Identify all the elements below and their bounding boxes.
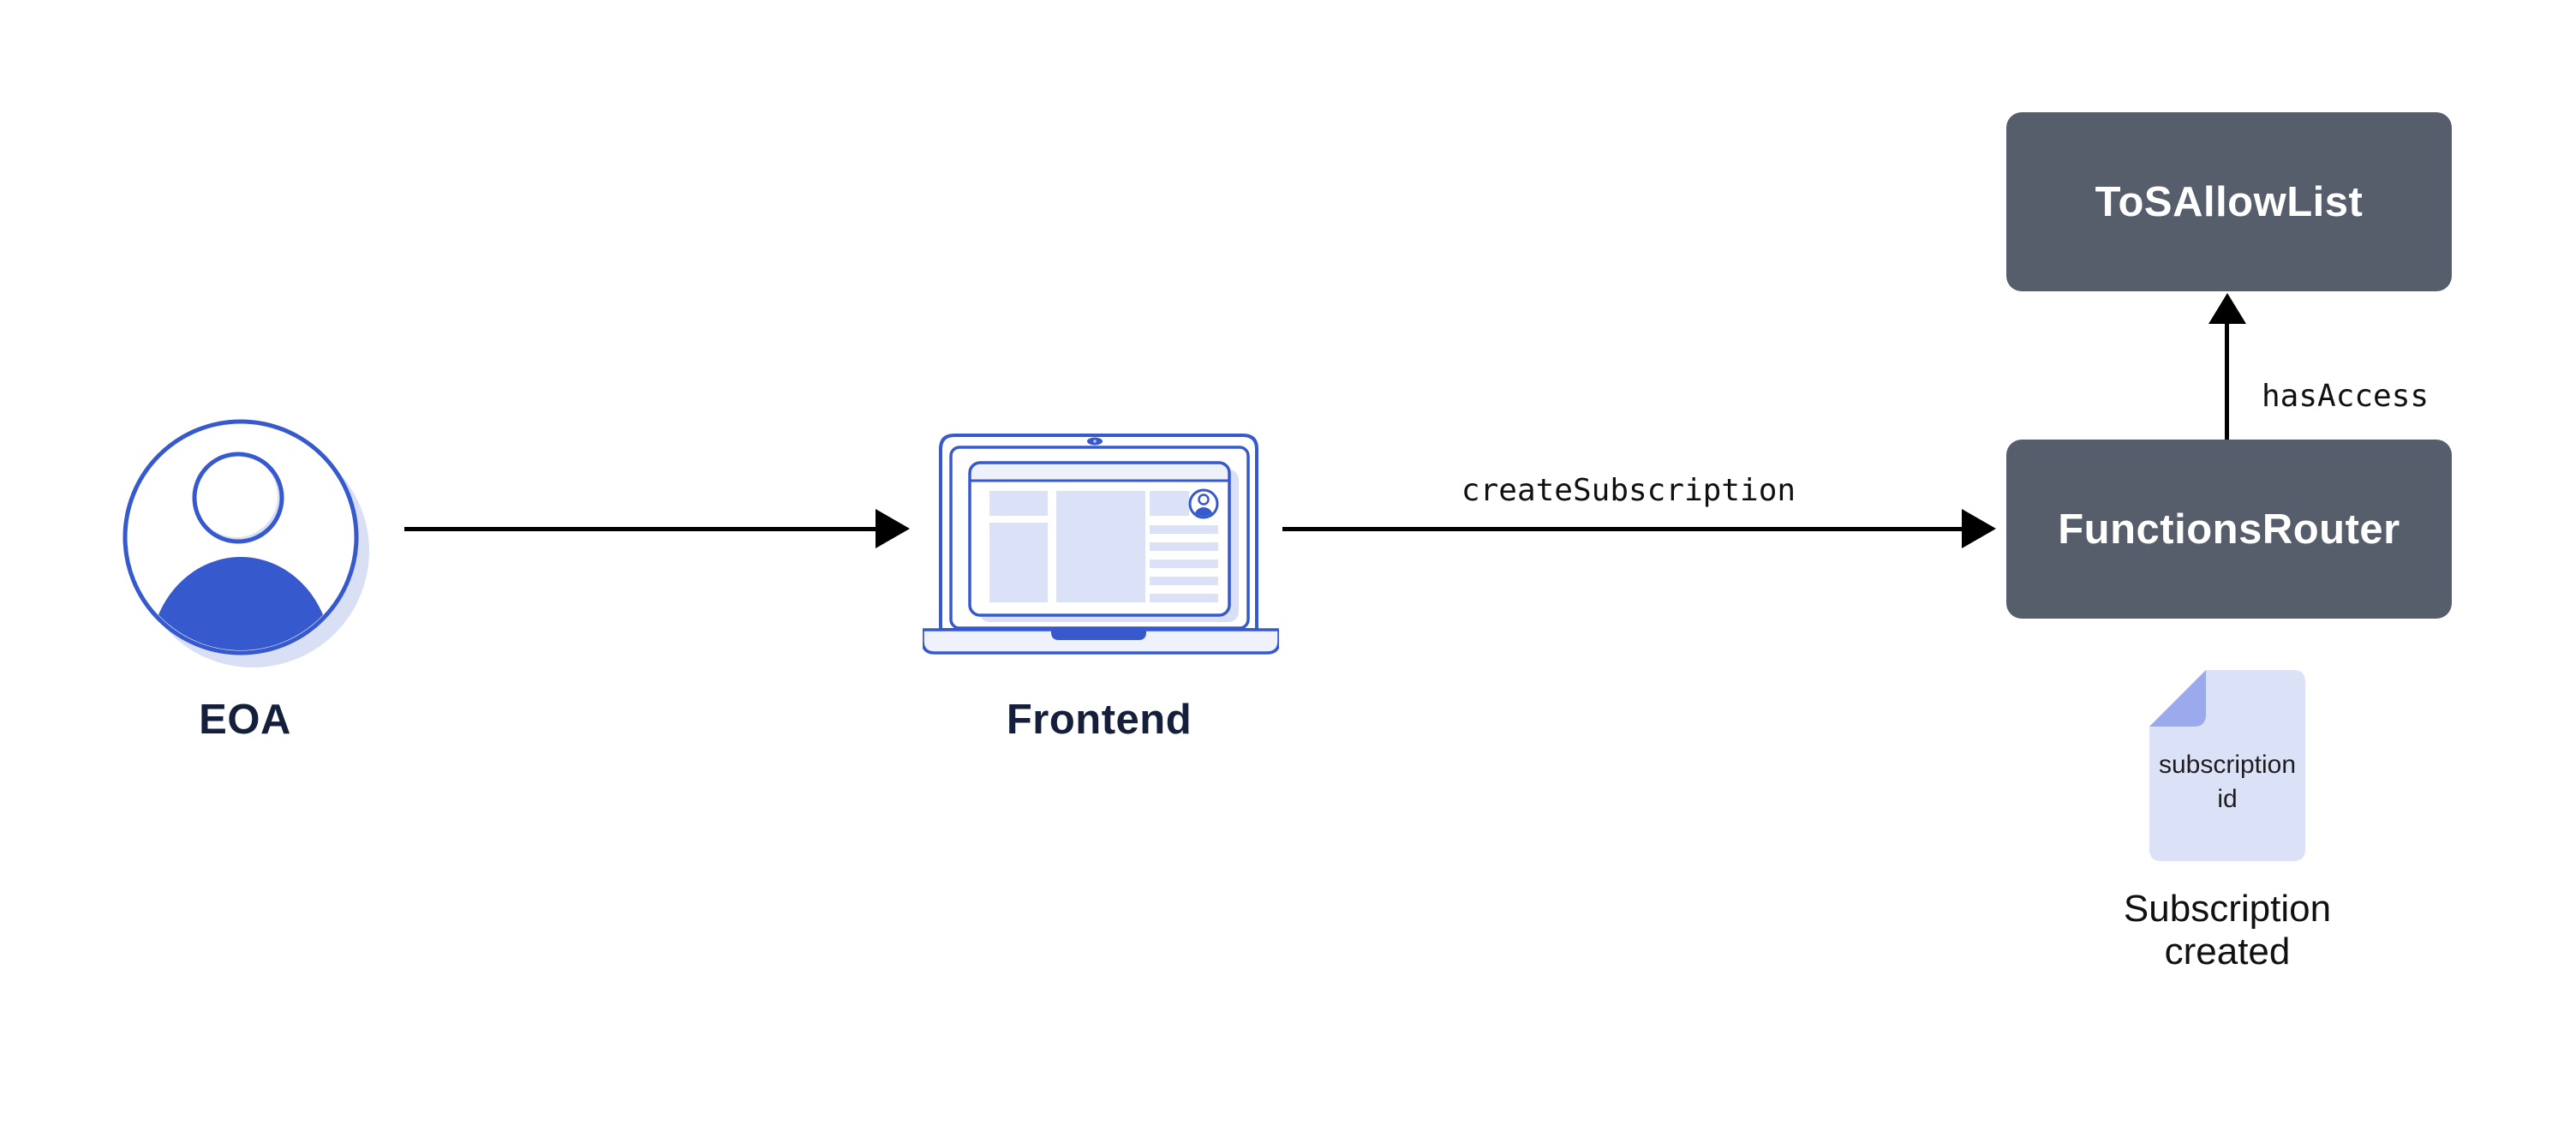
edge-router-tos-line [2225, 323, 2229, 440]
laptop-icon [923, 434, 1279, 655]
edge-router-tos-label: hasAccess [2262, 379, 2430, 414]
artifact-caption-line1: Subscription [2123, 888, 2332, 930]
node-functions-router: FunctionsRouter [2006, 440, 2452, 619]
document-icon: subscription id [2149, 670, 2305, 861]
edge-eoa-frontend-arrowhead-icon [876, 509, 910, 548]
node-functions-router-label: FunctionsRouter [2058, 506, 2400, 553]
edge-router-tos-arrowhead-icon [2208, 293, 2246, 324]
document-text-line2: id [2217, 785, 2237, 813]
document-text-line1: subscription [2159, 751, 2296, 779]
node-tos-allow-list-label: ToSAllowList [2095, 178, 2364, 225]
node-tos-allow-list: ToSAllowList [2006, 112, 2452, 291]
node-frontend-label: Frontend [1006, 697, 1192, 743]
node-eoa-label: EOA [199, 697, 291, 743]
user-avatar-icon [123, 419, 369, 667]
artifact-caption-line2: created [2164, 931, 2291, 972]
artifact-caption: Subscription created [2099, 888, 2356, 973]
edge-eoa-frontend-line [404, 527, 884, 531]
edge-frontend-router-arrowhead-icon [1962, 509, 1996, 548]
edge-frontend-router-line [1282, 527, 1963, 531]
edge-frontend-router-label: createSubscription [1461, 473, 1796, 508]
